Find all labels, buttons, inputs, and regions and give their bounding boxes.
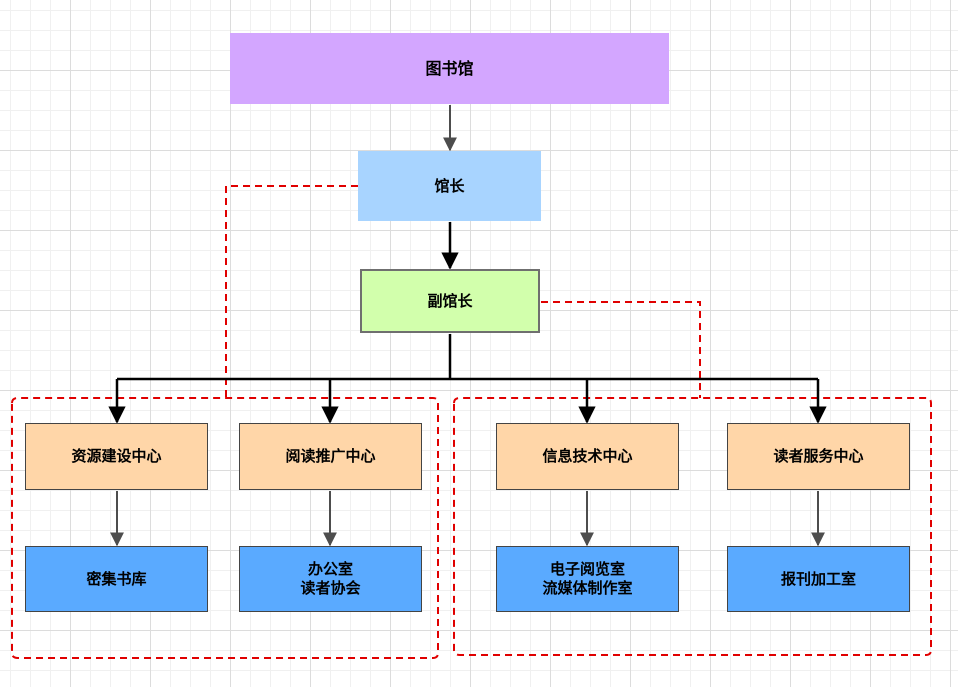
dashed-group-right: [453, 397, 932, 656]
sub-node-e-reading[interactable]: 电子阅览室 流媒体制作室: [496, 546, 679, 612]
center-node-it[interactable]: 信息技术中心: [496, 423, 679, 490]
dashed-link-director: [225, 185, 358, 398]
sub-node-stacks[interactable]: 密集书库: [25, 546, 208, 612]
center-node-resource[interactable]: 资源建设中心: [25, 423, 208, 490]
center-node-reading[interactable]: 阅读推广中心: [239, 423, 422, 490]
sub-node-office[interactable]: 办公室 读者协会: [239, 546, 422, 612]
deputy-director-node[interactable]: 副馆长: [360, 269, 540, 333]
sub-node-periodicals[interactable]: 报刊加工室: [727, 546, 910, 612]
dashed-link-deputy: [541, 301, 701, 398]
dashed-group-left: [11, 397, 439, 659]
director-node[interactable]: 馆长: [358, 151, 541, 221]
library-node[interactable]: 图书馆: [230, 33, 669, 104]
center-node-service[interactable]: 读者服务中心: [727, 423, 910, 490]
